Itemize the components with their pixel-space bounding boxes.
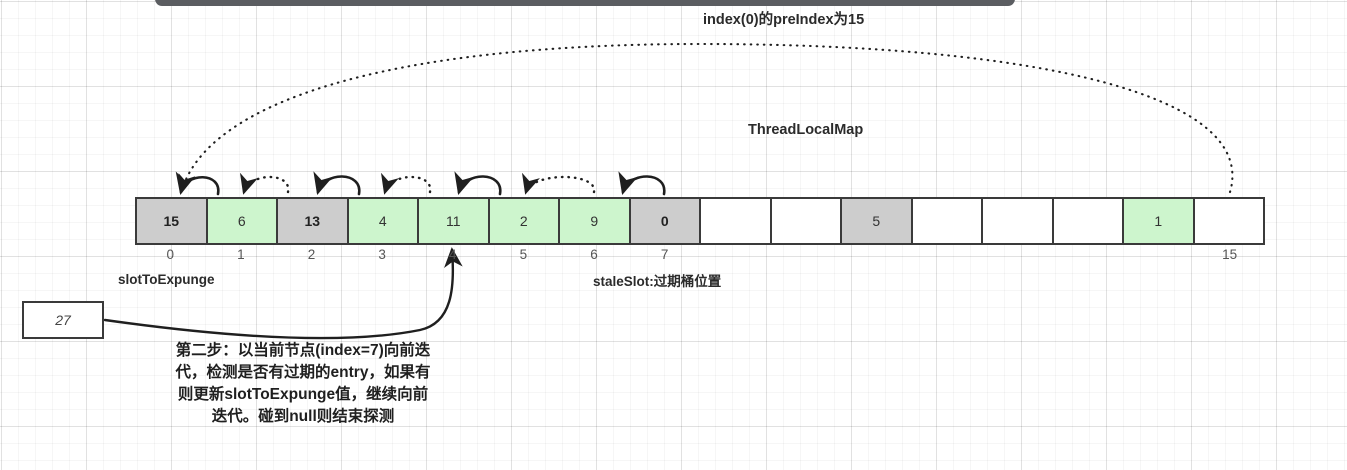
array-cell-4: 11: [419, 199, 490, 243]
array-cell-11: [912, 199, 983, 243]
array-index-label-1: 1: [237, 247, 245, 262]
label-slot-to-expunge: slotToExpunge: [118, 272, 215, 287]
caption-line-3: 则更新slotToExpunge值，继续向前: [177, 386, 429, 403]
array-index-label-2: 2: [307, 247, 316, 262]
caption-line-2: 代，检测是否有过期的entry，如果有: [175, 364, 431, 381]
arc-solid-1-to-0: [175, 171, 220, 196]
pointer-value-box: 27: [22, 301, 104, 339]
top-divider-bar: [155, 0, 1015, 6]
array-index-label-0: 0: [166, 247, 175, 262]
arc-solid-5-to-4: [454, 171, 502, 196]
array-cell-14: 1: [1124, 199, 1195, 243]
array-cell-7: 0: [630, 199, 701, 243]
array-cell-8: [701, 199, 772, 243]
array-index-label-13: [1053, 247, 1124, 269]
array-index-label-4: 4: [449, 247, 457, 262]
step-description-caption: 第二步：以当前节点(index=7)向前迭 代，检测是否有过期的entry，如果…: [118, 340, 488, 428]
label-threadlocalmap: ThreadLocalMap: [748, 122, 864, 138]
array-index-label-3: 3: [378, 247, 386, 262]
arc-solid-7-to-6: [618, 171, 666, 196]
array-cell-6: 9: [560, 199, 631, 243]
arc-dotted-2-to-1: [240, 172, 290, 195]
array-index-label-11: [912, 247, 983, 269]
array-index-label-9: [771, 247, 842, 269]
array-cell-13: [1053, 199, 1124, 243]
array-cell-1: 6: [207, 199, 278, 243]
array-cell-2: 13: [278, 199, 349, 243]
array-index-label-14: [1124, 247, 1195, 269]
arc-dotted-6-to-5: [522, 172, 596, 195]
caption-line-1: 第二步：以当前节点(index=7)向前迭: [175, 342, 431, 359]
arc-solid-3-to-2: [313, 171, 361, 196]
arc-dotted-4-to-3: [381, 172, 432, 195]
array-cell-5: 2: [489, 199, 560, 243]
array-index-label-15: 15: [1222, 247, 1238, 262]
array-index-label-5: 5: [519, 247, 528, 262]
array-cell-3: 4: [348, 199, 419, 243]
array-index-label-8: [700, 247, 771, 269]
array-index-label-6: 6: [590, 247, 598, 262]
array-index-label-12: [983, 247, 1054, 269]
page-title-preindex: index(0)的preIndex为15: [703, 12, 865, 28]
array-cell-15: [1194, 199, 1263, 243]
array-cell-10: 5: [842, 199, 913, 243]
array-index-label-7: 7: [660, 247, 669, 262]
array-cell-0: 15: [137, 199, 208, 243]
array-index-label-10: [841, 247, 912, 269]
array-cell-9: [771, 199, 842, 243]
arc-preindex-15-to-0: [178, 42, 1234, 194]
array-index-ruler: 0 1 2 3 4 5 6 7 15: [135, 247, 1265, 269]
label-stale-slot: staleSlot:过期桶位置: [593, 274, 722, 289]
array-cell-12: [983, 199, 1054, 243]
caption-line-4: 迭代。碰到null则结束探测: [211, 408, 395, 425]
